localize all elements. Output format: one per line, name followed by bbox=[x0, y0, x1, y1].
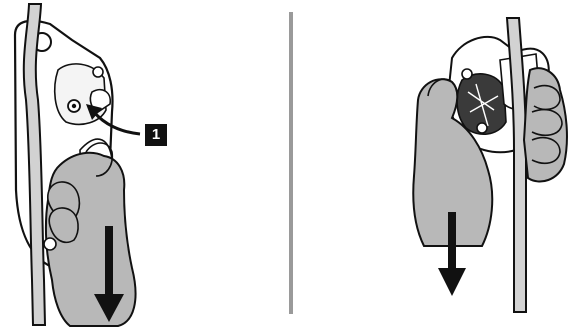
glove-finger bbox=[531, 108, 563, 137]
pointer-arrowhead bbox=[86, 104, 102, 120]
glove-finger bbox=[531, 136, 561, 165]
glove-thumb bbox=[427, 78, 455, 97]
down-arrow-shaft bbox=[448, 212, 456, 270]
device-bolt bbox=[461, 68, 473, 80]
down-arrow-head bbox=[438, 268, 466, 296]
down-arrow-shaft bbox=[105, 226, 113, 296]
step-number-badge: 1 bbox=[145, 124, 167, 146]
rope bbox=[22, 3, 47, 326]
device-bolt bbox=[92, 66, 104, 78]
device-mechanism-detail bbox=[467, 83, 499, 127]
glove-thumb bbox=[85, 142, 114, 177]
panel-divider bbox=[289, 12, 293, 314]
device-pivot-inner bbox=[71, 103, 77, 109]
glove-finger bbox=[533, 84, 561, 111]
glove-finger bbox=[48, 207, 79, 244]
right-illustration bbox=[412, 17, 568, 313]
pointer-arrow bbox=[92, 111, 141, 136]
down-arrow-head bbox=[94, 294, 124, 322]
left-illustration bbox=[13, 3, 141, 327]
rope bbox=[505, 17, 527, 313]
device-lower-ring bbox=[43, 237, 57, 251]
device-pivot bbox=[476, 122, 488, 134]
